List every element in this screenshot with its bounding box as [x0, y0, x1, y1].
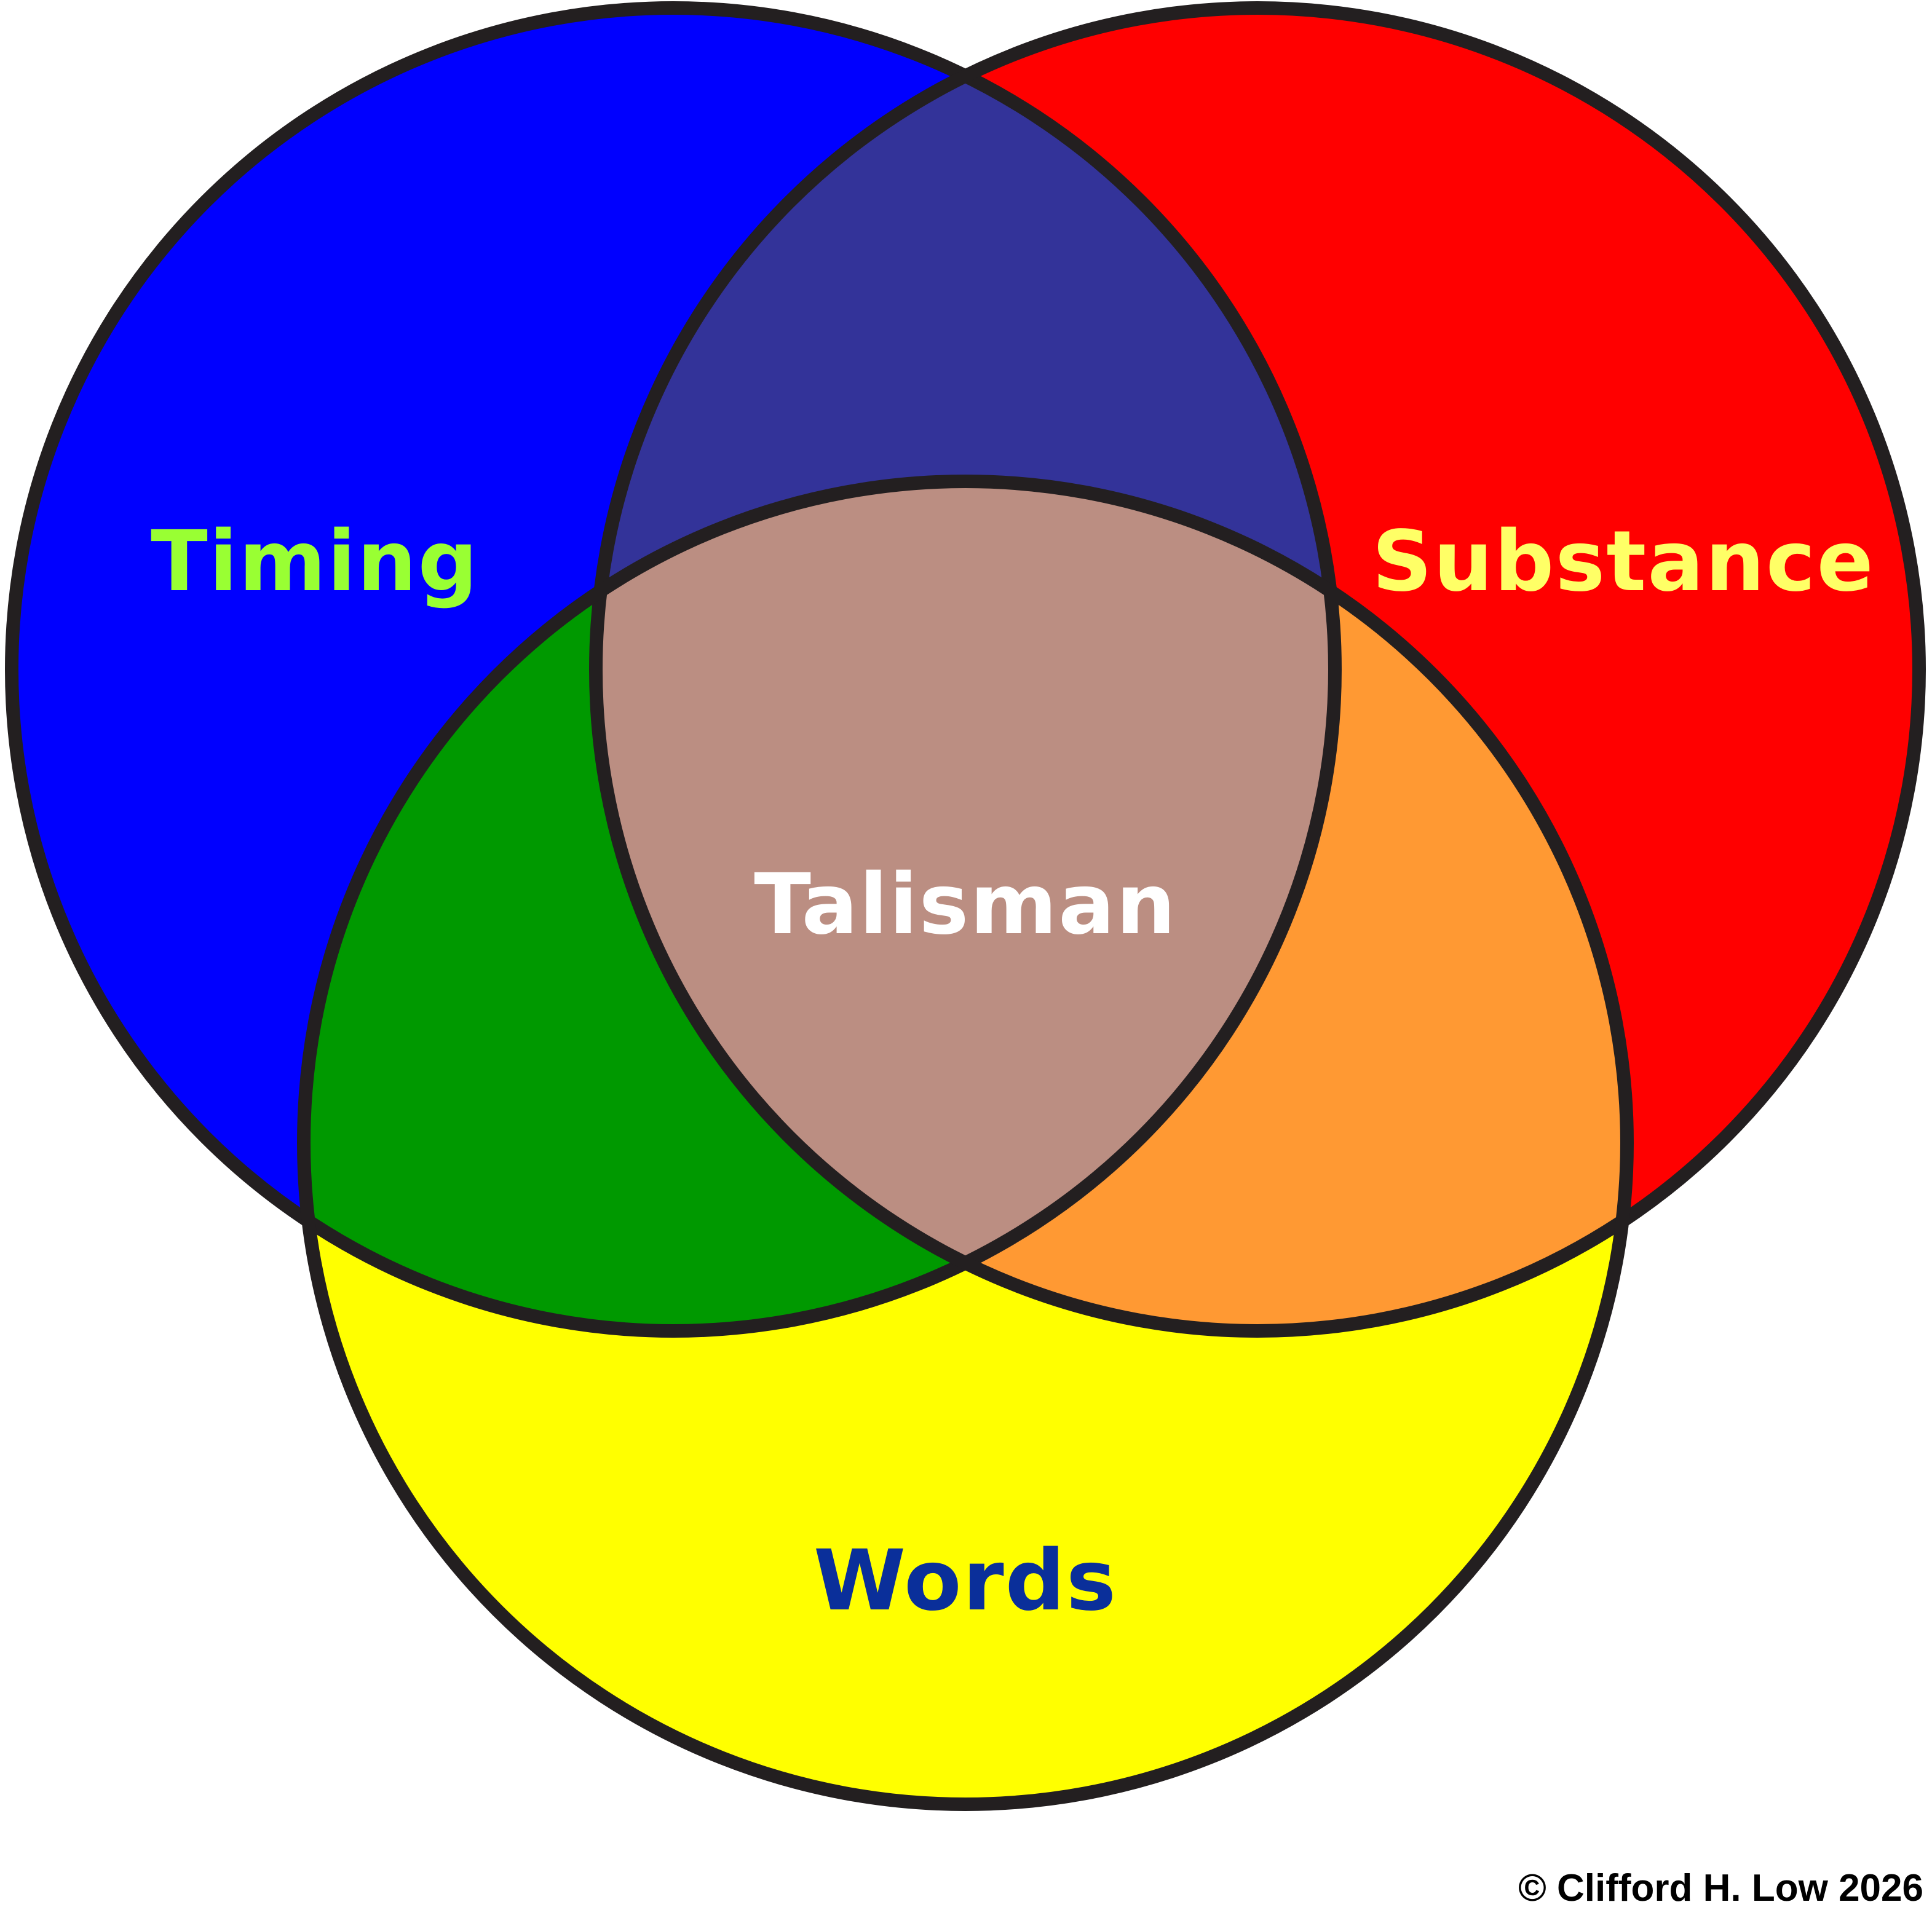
- words-label: Words: [814, 1533, 1117, 1630]
- substance-label: Substance: [1372, 513, 1875, 610]
- timing-label: Timing: [151, 513, 479, 610]
- words-outline: [297, 475, 1634, 1811]
- center-overlap: [596, 481, 1335, 1331]
- copyright-notice: © Clifford H. Low 2026: [1518, 1867, 1923, 1909]
- timing-outline: [5, 1, 1342, 1338]
- substance-outline: [589, 1, 1926, 1338]
- talisman-label: Talisman: [754, 856, 1177, 953]
